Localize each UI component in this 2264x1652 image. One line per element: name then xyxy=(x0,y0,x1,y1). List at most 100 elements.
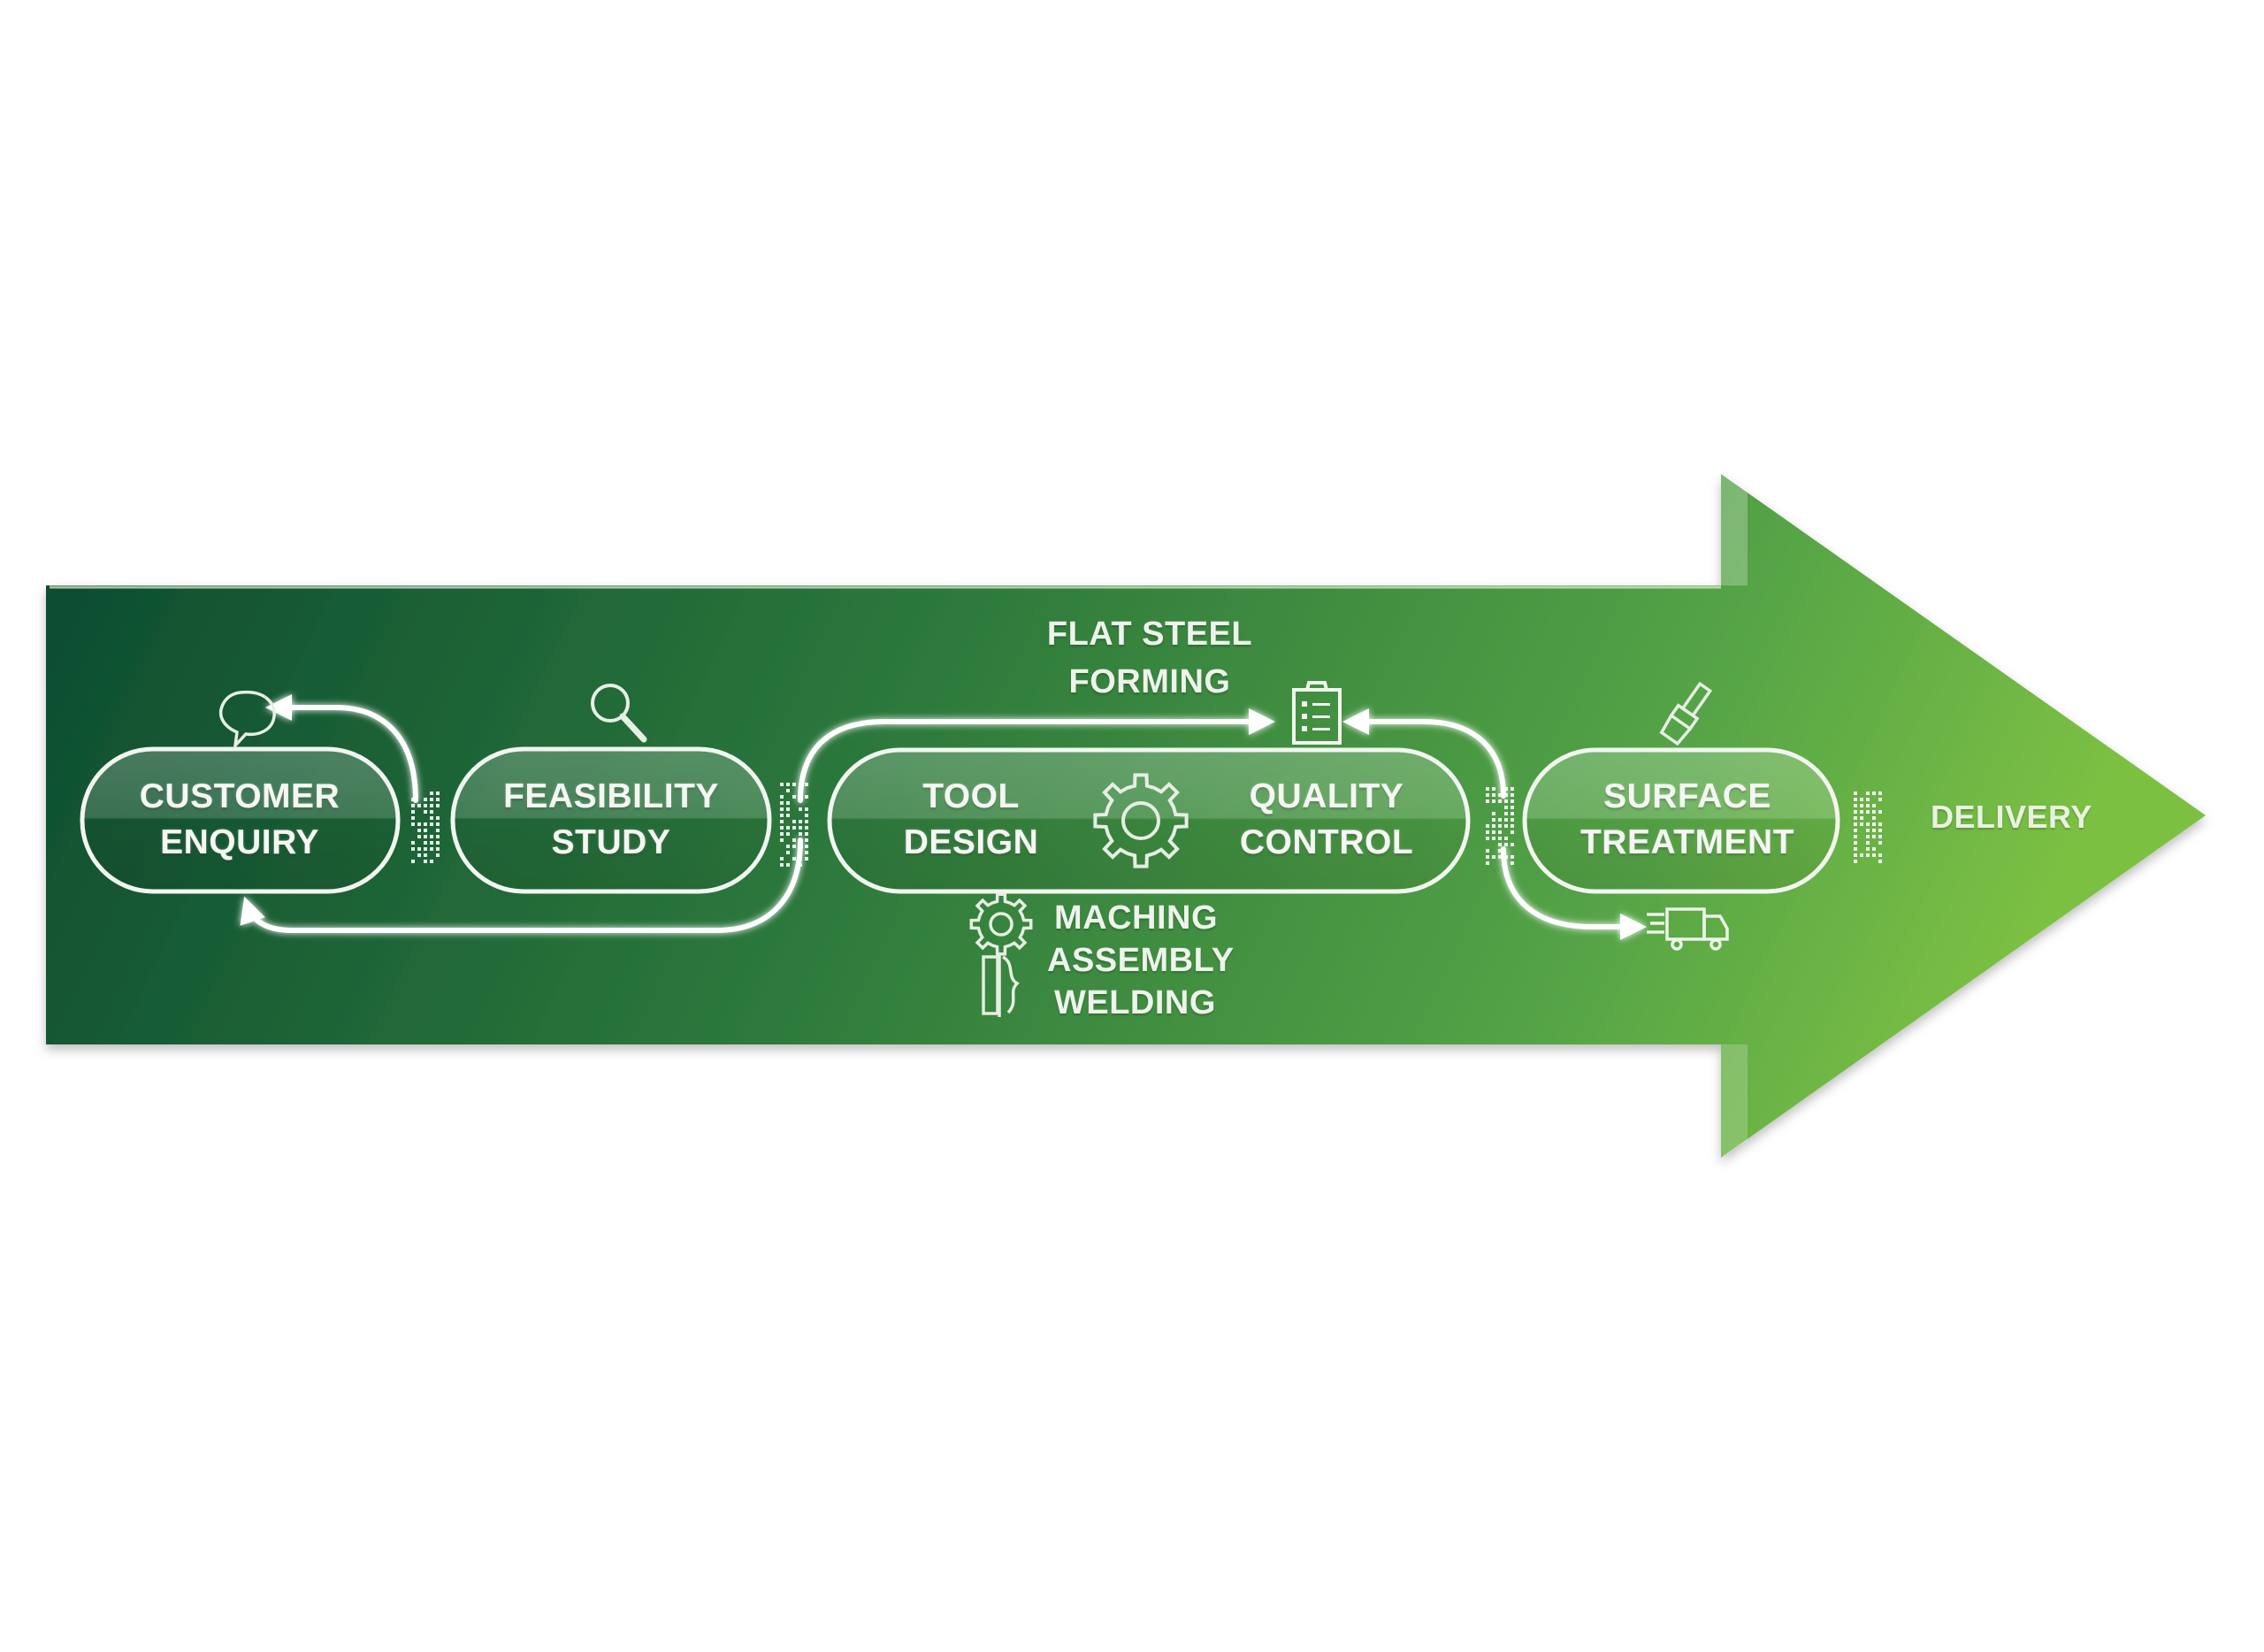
connector-dot xyxy=(1866,841,1870,845)
stage-label-line: STUDY xyxy=(503,820,719,866)
connector-dot xyxy=(805,795,808,799)
stage-label-line: CUSTOMER xyxy=(140,774,340,820)
connector-dot xyxy=(799,783,802,786)
connector-dot xyxy=(430,804,433,807)
connector-dot xyxy=(1492,818,1495,822)
connector-dot xyxy=(1878,822,1882,826)
connector-dot xyxy=(1866,798,1870,801)
connector-dot xyxy=(1504,793,1508,797)
connector-dot xyxy=(805,826,808,830)
connector-dot xyxy=(1504,818,1508,822)
connector-dot xyxy=(799,857,802,860)
connector-dot xyxy=(805,814,808,817)
connector-dot xyxy=(424,829,427,832)
connector-dot xyxy=(792,845,796,848)
connector-dot xyxy=(786,814,790,817)
connector-dot xyxy=(799,838,802,842)
connector-dot xyxy=(417,853,421,857)
connector-dot xyxy=(1486,824,1489,828)
connector-dot xyxy=(1860,798,1863,801)
connector-dot xyxy=(786,783,790,786)
connector-dot xyxy=(799,832,802,836)
connector-dot xyxy=(436,835,440,838)
stage-label-line: QUALITY xyxy=(1240,774,1413,820)
connector-dot xyxy=(792,838,796,842)
connector-dot xyxy=(1498,837,1502,840)
connector-dot xyxy=(1504,787,1508,791)
connector-dot xyxy=(436,853,440,857)
connector-dot xyxy=(1504,806,1508,809)
connector-dot xyxy=(799,863,802,867)
end-label-delivery: DELIVERY xyxy=(1931,796,2092,838)
connector-dot xyxy=(436,792,440,795)
connector-dot xyxy=(1860,816,1863,820)
connector-dot xyxy=(417,829,421,832)
stage-label-line: SURFACE xyxy=(1580,774,1794,820)
connector-dot xyxy=(1504,812,1508,815)
connector-dot xyxy=(1872,853,1876,857)
connector-dot xyxy=(1498,843,1502,846)
note-line: FORMING xyxy=(1047,658,1252,706)
connector-dot xyxy=(1854,822,1857,826)
connector-dot xyxy=(792,820,796,823)
connector-dot xyxy=(1511,787,1514,791)
bottom-note-machining-assembly-welding: MACHING ASSEMBLY WELDING xyxy=(1047,897,1235,1024)
stage-label-line: CONTROL xyxy=(1240,820,1413,866)
note-line: FLAT STEEL xyxy=(1047,610,1252,658)
connector-dot xyxy=(1866,853,1870,857)
stage-label-line: FEASIBILITY xyxy=(503,774,719,820)
connector-dot xyxy=(430,798,433,801)
note-line: MACHING xyxy=(1047,897,1235,939)
connector-dot xyxy=(1504,843,1508,846)
connector-dot xyxy=(1854,810,1857,814)
connector-dot xyxy=(1854,835,1857,838)
note-line: ASSEMBLY xyxy=(1047,939,1235,982)
connector-dot xyxy=(1498,799,1502,803)
connector-dot xyxy=(1878,798,1882,801)
connector-dot xyxy=(430,792,433,795)
connector-dot xyxy=(786,801,790,805)
connector-dot xyxy=(1854,798,1857,801)
connector-dot xyxy=(430,810,433,814)
top-note-flat-steel-forming: FLAT STEEL FORMING xyxy=(1047,610,1252,706)
connector-dot xyxy=(411,810,415,814)
note-line: WELDING xyxy=(1047,982,1235,1024)
connector-dot xyxy=(1492,837,1495,840)
connector-dot xyxy=(792,857,796,860)
connector-dot xyxy=(1492,787,1495,791)
connector-dot xyxy=(411,847,415,851)
stage-label-feasibility-study: FEASIBILITY STUDY xyxy=(503,774,719,866)
connector-dot xyxy=(1486,830,1489,834)
connector-dot xyxy=(805,820,808,823)
connector-dot xyxy=(786,826,790,830)
connector-dot xyxy=(1492,812,1495,815)
connector-dot xyxy=(1872,804,1876,807)
connector-dot xyxy=(1878,853,1882,857)
connector-dot xyxy=(1511,855,1514,859)
connector-dot xyxy=(1511,806,1514,809)
connector-dot xyxy=(436,816,440,820)
connector-dot xyxy=(1486,787,1489,791)
connector-dot xyxy=(1498,855,1502,859)
connector-dot xyxy=(1854,792,1857,795)
connector-dot xyxy=(1866,822,1870,826)
connector-dot xyxy=(1866,792,1870,795)
connector-dot xyxy=(780,814,784,817)
connector-dot xyxy=(1866,829,1870,832)
connector-dot xyxy=(430,860,433,863)
connector-dot xyxy=(1854,847,1857,851)
connector-dot xyxy=(1854,816,1857,820)
connector-dot xyxy=(424,841,427,845)
connector-dot xyxy=(805,857,808,860)
connector-dot xyxy=(780,832,784,836)
connector-dot xyxy=(786,832,790,836)
connector-dot xyxy=(430,835,433,838)
connector-dot xyxy=(1492,799,1495,803)
connector-dot xyxy=(780,826,784,830)
connector-dot xyxy=(1504,824,1508,828)
connector-dot xyxy=(1872,816,1876,820)
connector-dot xyxy=(1504,837,1508,840)
connector-dot xyxy=(1492,824,1495,828)
connector-dot xyxy=(1872,829,1876,832)
connector-dot xyxy=(780,807,784,811)
